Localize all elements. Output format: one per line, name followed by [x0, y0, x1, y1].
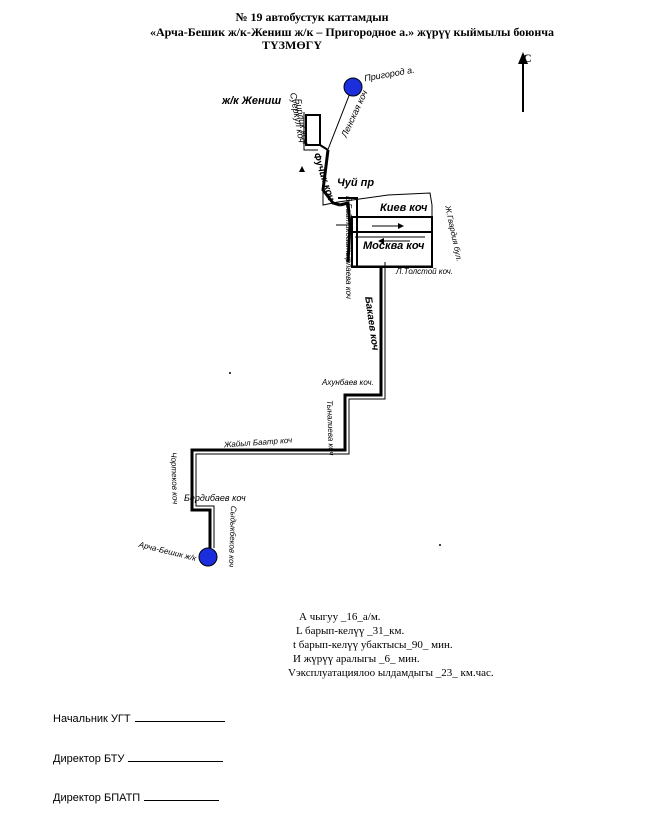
- doc-title-line2: «Арча-Бешик ж/к-Жениш ж/к – Пригородное …: [149, 25, 555, 39]
- signature-line: [128, 752, 224, 762]
- stat-vehicles: А чыгуу _16_а/м.: [299, 611, 381, 623]
- doc-title-line1: № 19 автобустук каттамдын: [235, 10, 389, 24]
- signature-bpatp: Директор БПАТП: [53, 791, 220, 804]
- stat-length: L барып-келүү _31_км.: [296, 625, 405, 637]
- stat-interval: И жүрүү аралыгы _6_ мин.: [293, 653, 420, 665]
- stop-prigorod-marker: [343, 77, 363, 97]
- street-label-moskva: Москва коч: [363, 240, 425, 252]
- street-label-chuy: Чуй пр: [337, 177, 375, 189]
- street-label-kiev: Киев коч: [380, 202, 428, 214]
- stop-archa-beshik-marker: [198, 547, 218, 567]
- direction-arrows: [372, 223, 410, 244]
- stat-round-trip-time: t барып-келүү убактысы_90_ мин.: [293, 639, 453, 651]
- signature-btu: Директор БТУ: [53, 752, 224, 765]
- signature-ugt: Начальник УГТ: [53, 712, 225, 725]
- signature-line: [134, 712, 225, 722]
- street-label-baytik: Б.Байтикбаатырлаева коч: [344, 196, 353, 299]
- street-label-tolstoy: Л.Толстой коч.: [396, 267, 454, 276]
- route-line: [190, 87, 433, 548]
- signature-bpatp-label: Директор БПАТП: [53, 792, 141, 804]
- street-label-tynalieva: Тыналиева коч: [325, 399, 336, 456]
- street-label-berdibaev: Бердибаев коч: [184, 493, 246, 503]
- north-label: С: [523, 51, 532, 65]
- signature-line: [144, 791, 220, 801]
- signature-btu-label: Директор БТУ: [53, 753, 125, 765]
- stat-speed: Vэксплуатациялоо ылдамдыгы _23_ км.час.: [288, 667, 494, 679]
- district-label-zhenish: ж/к Жениш: [222, 95, 282, 107]
- doc-title-line3: ТҮЗМӨГҮ: [262, 38, 322, 52]
- street-label-sydykbekov: Сыдыкбеков коч: [226, 505, 238, 568]
- street-label-akhunbaev: Ахунбаев коч.: [322, 378, 374, 387]
- north-arrow-icon: [518, 52, 528, 112]
- street-label-chortekov: Чортеков коч: [169, 451, 180, 505]
- signature-ugt-label: Начальник УГТ: [53, 713, 131, 725]
